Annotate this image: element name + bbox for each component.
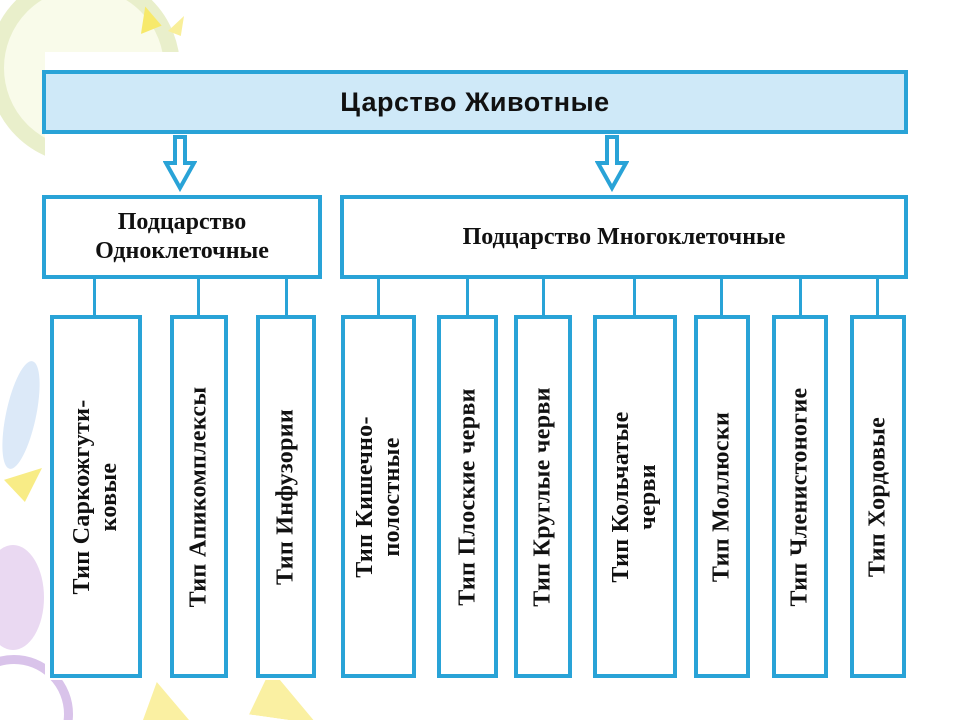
decorative-triangle — [4, 468, 42, 502]
type-box-arthropods: Тип Членистоногие — [772, 315, 828, 678]
connector-line — [93, 277, 96, 315]
type-label: Тип Хордовые — [864, 416, 891, 577]
subkingdom-multicellular-label: Подцарство Многоклеточные — [462, 223, 786, 250]
type-label: Тип Кольчатые — [608, 410, 635, 583]
type-label: Тип Плоские черви — [454, 387, 481, 606]
down-arrow-icon — [595, 135, 629, 192]
down-arrow-icon — [163, 135, 197, 192]
type-box-coelenterata: Тип Кишечно- полостные — [341, 315, 416, 678]
decorative-crescent — [0, 358, 48, 472]
connector-line — [720, 277, 723, 315]
connector-line — [466, 277, 469, 315]
type-label: Тип Саркожгути- — [69, 398, 96, 595]
type-label: Тип Инфузории — [272, 408, 299, 585]
type-label: ковые — [96, 462, 122, 531]
type-box-annelids: Тип Кольчатые черви — [593, 315, 677, 678]
type-label: Тип Членистоногие — [786, 387, 813, 606]
type-box-mollusks: Тип Моллюски — [694, 315, 750, 678]
decorative-triangle — [143, 682, 189, 720]
connector-line — [377, 277, 380, 315]
connector-line — [542, 277, 545, 315]
decorative-blob — [0, 545, 44, 650]
connector-line — [633, 277, 636, 315]
subkingdom-unicellular-label-line1: Подцарство — [117, 209, 247, 236]
type-label: Тип Моллюски — [708, 411, 735, 582]
type-box-apicomplexa: Тип Апикомплексы — [170, 315, 228, 678]
subkingdom-multicellular-box: Подцарство Многоклеточные — [340, 195, 908, 279]
connector-line — [799, 277, 802, 315]
type-box-infusoria: Тип Инфузории — [256, 315, 316, 678]
type-label: Тип Кишечно- — [351, 415, 378, 578]
subkingdom-unicellular-label-line2: Одноклеточные — [95, 238, 269, 264]
kingdom-label: Царство Животные — [340, 86, 610, 117]
type-box-chordates: Тип Хордовые — [850, 315, 906, 678]
subkingdom-unicellular-box: Подцарство Одноклеточные — [42, 195, 322, 279]
connector-line — [285, 277, 288, 315]
kingdom-box: Царство Животные — [42, 70, 908, 134]
type-box-flatworms: Тип Плоские черви — [437, 315, 498, 678]
connector-line — [197, 277, 200, 315]
type-box-sarcomastigophora: Тип Саркожгути- ковые — [50, 315, 142, 678]
type-label: Тип Круглые черви — [529, 386, 556, 607]
connector-line — [876, 277, 879, 315]
type-label: черви — [635, 463, 661, 530]
type-label: полостные — [378, 436, 405, 557]
type-box-roundworms: Тип Круглые черви — [514, 315, 572, 678]
type-label: Тип Апикомплексы — [185, 386, 212, 607]
